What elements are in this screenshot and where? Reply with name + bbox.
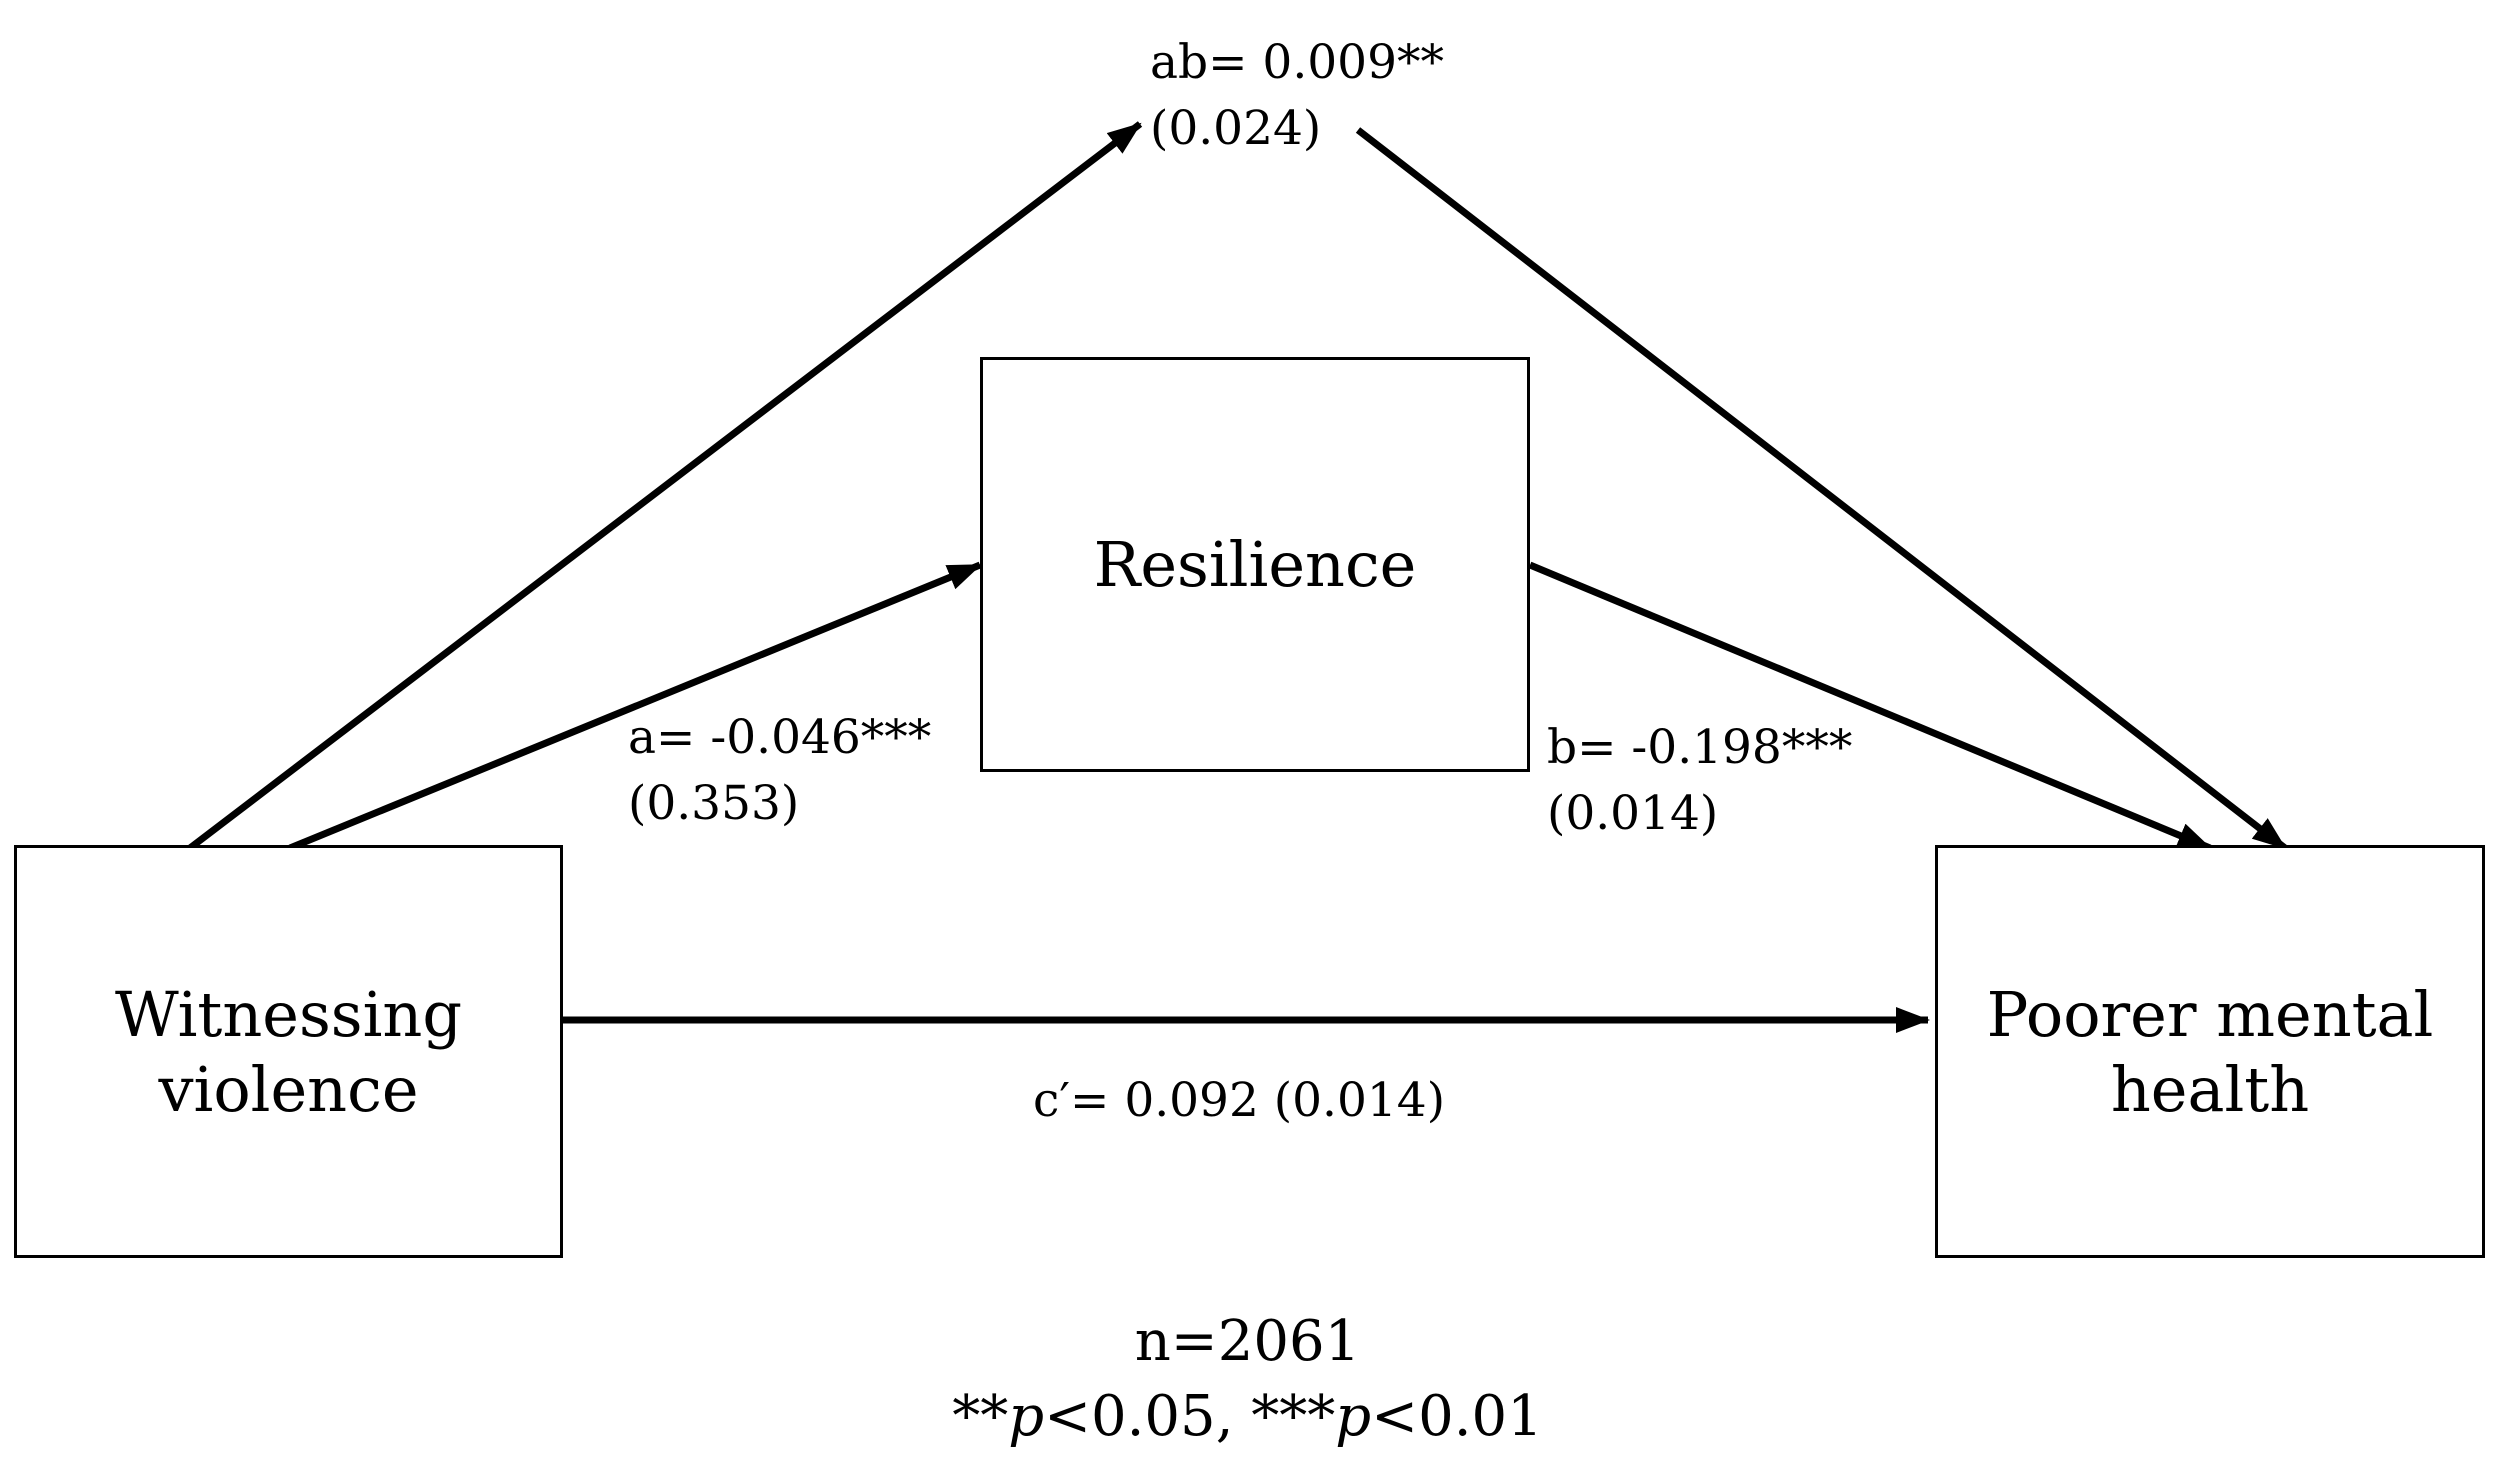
- p-symbol-1: p: [1008, 1384, 1045, 1449]
- label-path-ab: ab= 0.009** (0.024): [1150, 35, 1444, 156]
- node-resilience-label: Resilience: [1093, 528, 1417, 601]
- node-poorer-mental-health: Poorer mental health: [1935, 845, 2485, 1258]
- threshold-2: <0.01: [1371, 1384, 1543, 1449]
- significance-note: **p<0.05, ***p<0.01: [0, 1380, 2495, 1454]
- arrow-ab-down: [1355, 127, 2288, 851]
- label-path-c-prime: c′= 0.092 (0.014): [1033, 1073, 1446, 1128]
- node-resilience: Resilience: [980, 357, 1530, 772]
- node-witnessing-violence-label: Witnessing violence: [114, 977, 463, 1126]
- sig-marks-2: ***: [1251, 1384, 1336, 1449]
- threshold-1: <0.05,: [1044, 1384, 1252, 1449]
- sig-marks-1: **: [952, 1384, 1009, 1449]
- label-path-a: a= -0.046*** (0.353): [628, 710, 932, 831]
- arrow-a: [288, 561, 982, 852]
- arrow-ab-up: [187, 121, 1143, 851]
- arrow-b: [1528, 561, 2212, 852]
- node-poorer-mental-health-label: Poorer mental health: [1986, 977, 2434, 1126]
- label-path-b: b= -0.198*** (0.014): [1547, 720, 1853, 841]
- node-witnessing-violence: Witnessing violence: [14, 845, 563, 1258]
- sample-size: n=2061: [1134, 1309, 1361, 1374]
- p-symbol-2: p: [1335, 1384, 1372, 1449]
